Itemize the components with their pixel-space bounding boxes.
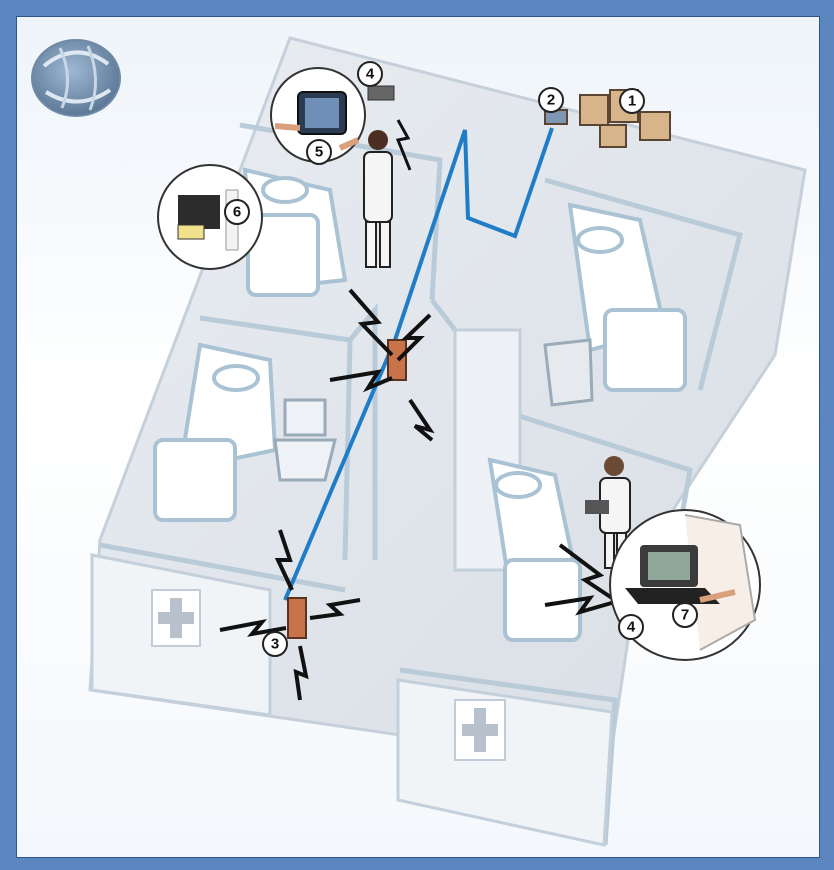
callout-6: 6 xyxy=(225,200,249,224)
callout-3: 3 xyxy=(263,632,287,656)
svg-text:5: 5 xyxy=(315,144,323,161)
svg-text:3: 3 xyxy=(271,636,279,653)
callout-7: 7 xyxy=(673,603,697,627)
callout-4-top: 4 xyxy=(358,62,382,86)
callout-1: 1 xyxy=(620,89,644,113)
svg-text:4: 4 xyxy=(627,619,636,636)
svg-text:4: 4 xyxy=(366,66,375,83)
svg-text:7: 7 xyxy=(681,607,689,624)
svg-text:6: 6 xyxy=(233,204,241,221)
chair-icon xyxy=(275,400,335,480)
callout-5: 5 xyxy=(307,140,331,164)
callout-4-bottom: 4 xyxy=(619,615,643,639)
mobile-device-icon xyxy=(368,86,394,100)
svg-text:1: 1 xyxy=(628,93,636,110)
globe-logo-icon xyxy=(32,40,120,116)
svg-text:2: 2 xyxy=(547,92,555,109)
tablet-device-icon xyxy=(298,92,346,134)
medical-cross-icon xyxy=(152,590,200,646)
chair-icon xyxy=(545,340,592,405)
medical-cross-icon xyxy=(455,700,505,760)
callout-2: 2 xyxy=(539,88,563,112)
